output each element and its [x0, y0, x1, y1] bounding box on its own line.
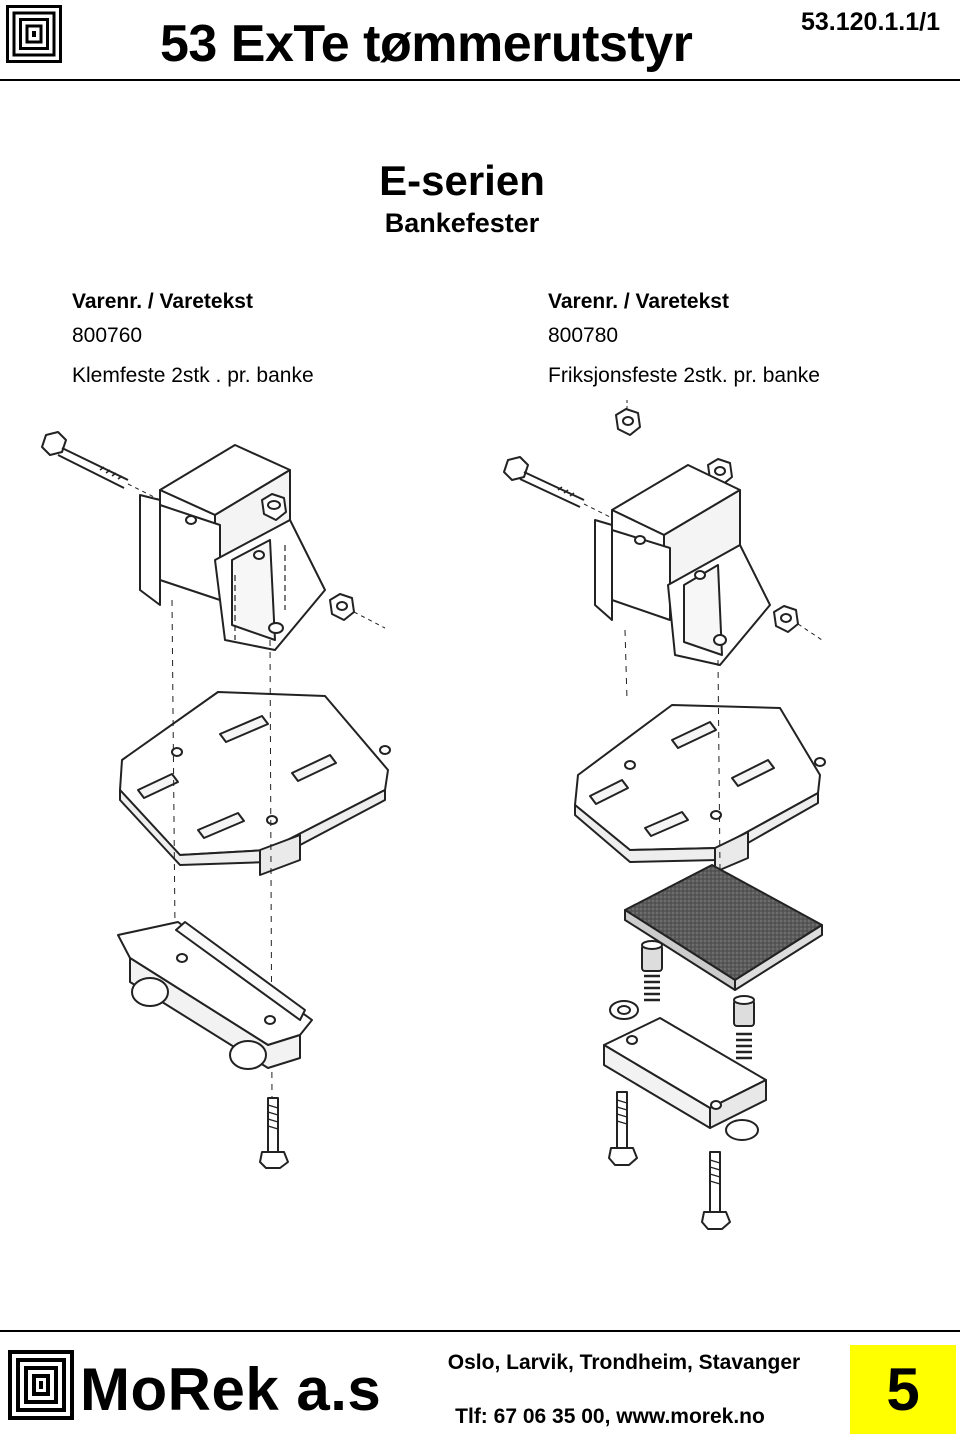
nut-icon [261, 493, 287, 521]
lower-block-icon [603, 1017, 767, 1141]
series-title: E-serien [379, 157, 545, 204]
nut-icon [773, 605, 823, 641]
series-subtitle: Bankefester [384, 208, 540, 238]
morek-logo-icon [8, 1350, 74, 1420]
footer-divider [0, 1330, 960, 1332]
product-2-number: 800780 [548, 324, 619, 347]
product-1-number: 800760 [72, 324, 143, 347]
morek-logo-icon [6, 5, 62, 63]
company-contact: Tlf: 67 06 35 00, www.morek.no [455, 1405, 765, 1428]
bolt-icon [701, 1151, 731, 1230]
washer-icon [609, 1000, 639, 1020]
clamp-saddle-icon [139, 444, 326, 651]
bolt-icon [259, 1097, 289, 1169]
base-plate-icon [119, 691, 391, 876]
base-plate-icon [574, 704, 826, 873]
assembly-drawings [41, 400, 826, 1230]
bolt-icon [41, 431, 161, 501]
document-title: 53 ExTe tømmerutstyr [160, 15, 693, 73]
nut-icon [329, 593, 386, 629]
friction-bracket-drawing [503, 400, 826, 1230]
friction-pad-icon [624, 864, 823, 991]
clamp-bar-icon [117, 921, 313, 1070]
bolt-icon [503, 456, 613, 519]
product-1-label: Varenr. / Varetekst [72, 290, 253, 313]
nut-icon [615, 400, 641, 436]
product-2-description: Friksjonsfeste 2stk. pr. banke [548, 364, 820, 387]
company-name: MoRek a.s [80, 1356, 382, 1423]
spring-icon [733, 995, 755, 1060]
bolt-icon [608, 1091, 638, 1166]
clamp-bracket-drawing [41, 431, 391, 1169]
header-divider [0, 79, 960, 81]
company-locations: Oslo, Larvik, Trondheim, Stavanger [447, 1351, 801, 1374]
spring-icon [641, 940, 663, 1002]
page-number: 5 [850, 1345, 956, 1434]
friction-saddle-icon [594, 464, 771, 666]
product-2-label: Varenr. / Varetekst [548, 290, 729, 313]
document-number: 53.120.1.1/1 [800, 8, 940, 36]
product-1-description: Klemfeste 2stk . pr. banke [72, 364, 314, 387]
